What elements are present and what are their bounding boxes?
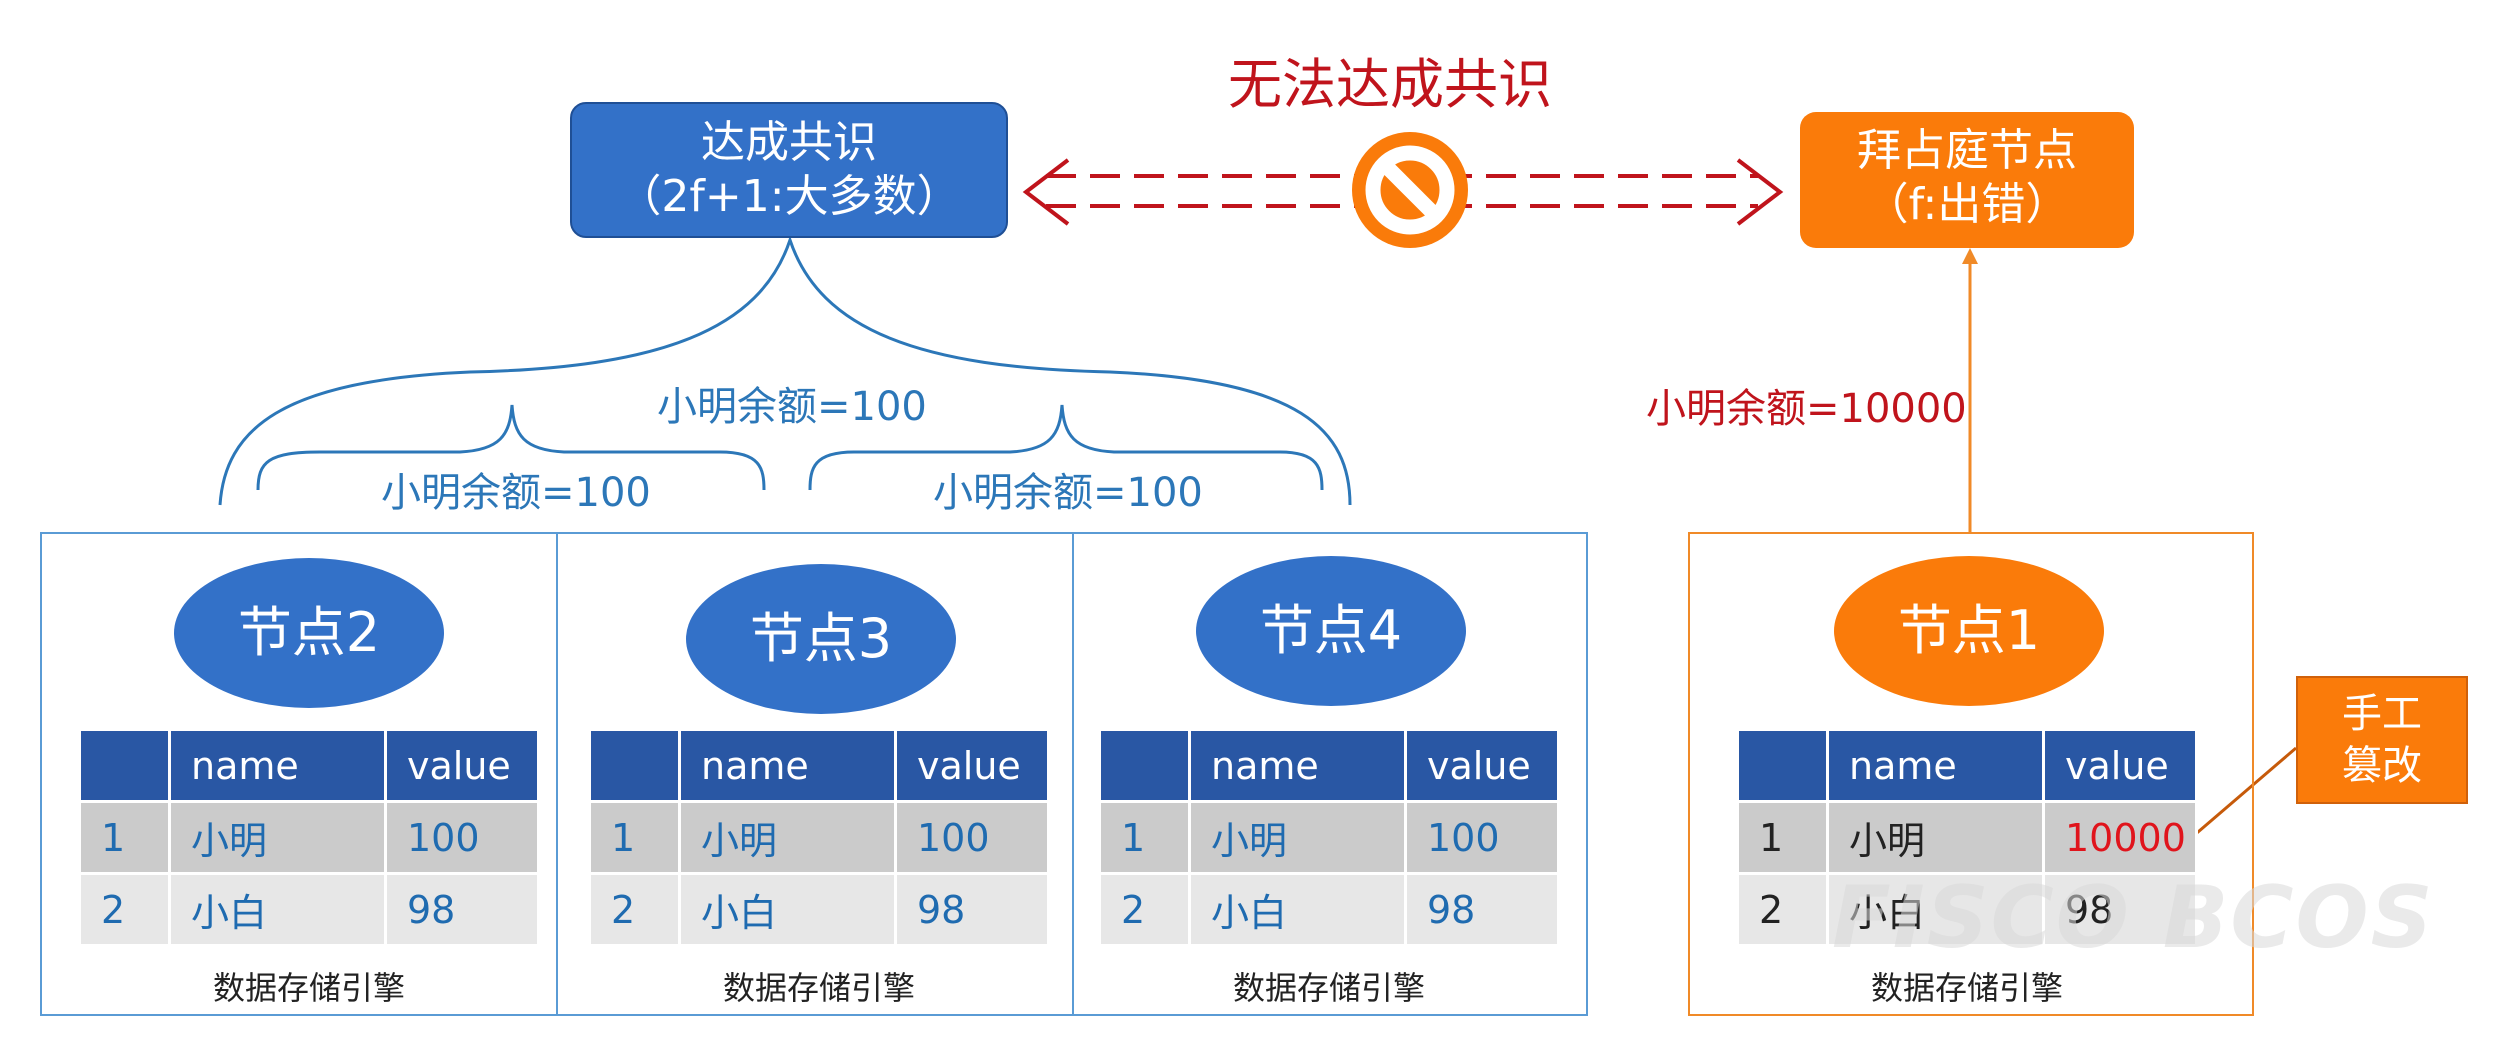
- cell-index: 1: [588, 800, 681, 875]
- consensus-box: 达成共识 （2f+1:大多数）: [570, 102, 1008, 238]
- cell-index: 2: [588, 872, 681, 947]
- cell-value: 98: [2042, 872, 2198, 947]
- frame-divider: [1072, 532, 1074, 1016]
- node-3-table: name value 1 小明 100 2 小白 98: [588, 728, 1050, 947]
- cell-name: 小明: [1826, 800, 2045, 875]
- table-header: name value: [588, 728, 1050, 803]
- balance-byzantine: 小明余额=10000: [1646, 386, 1967, 432]
- cell-value: 100: [384, 800, 540, 875]
- consensus-subtitle: （2f+1:大多数）: [617, 171, 961, 222]
- table-row: 2 小白 98: [588, 872, 1050, 947]
- node-3-engine-label: 数据存储引擎: [722, 969, 915, 1007]
- manual-tamper-callout: 手工 篡改: [2296, 676, 2468, 804]
- tamper-line-2: 篡改: [2342, 743, 2422, 789]
- fisco-bcos-watermark: FISCO BCOS: [1832, 868, 2435, 968]
- header-index: [588, 728, 681, 803]
- header-name: name: [678, 728, 897, 803]
- tamper-pointer: [2183, 746, 2297, 846]
- header-index: [78, 728, 171, 803]
- table-header: name value: [1098, 728, 1560, 803]
- arrow-head-right: [1736, 158, 1784, 226]
- cell-name: 小白: [168, 872, 387, 947]
- node-1-engine-label: 数据存储引擎: [1870, 969, 2063, 1007]
- table-row: 1 小明 100: [78, 800, 540, 875]
- node-4-ellipse: 节点4: [1196, 556, 1466, 706]
- table-row: 2 小白 98: [78, 872, 540, 947]
- no-entry-icon: [1352, 132, 1468, 248]
- cell-value: 98: [894, 872, 1050, 947]
- header-name: name: [168, 728, 387, 803]
- byzantine-title: 拜占庭节点: [1857, 125, 2077, 176]
- node-1-table: name value 1 小明 10000 2 小白 98: [1736, 728, 2198, 947]
- node1-up-arrowhead: [1962, 248, 1978, 264]
- cell-name: 小白: [1188, 872, 1407, 947]
- node-3-ellipse: 节点3: [686, 564, 956, 714]
- cell-name: 小白: [678, 872, 897, 947]
- cell-index: 2: [1098, 872, 1191, 947]
- left-brace: [256, 404, 766, 491]
- header-index: [1736, 728, 1829, 803]
- header-value: value: [894, 728, 1050, 803]
- right-brace: [808, 404, 1324, 491]
- cell-index: 1: [1098, 800, 1191, 875]
- table-row: 1 小明 100: [1098, 800, 1560, 875]
- table-row: 2 小白 98: [1736, 872, 2198, 947]
- honest-nodes-frame: [40, 532, 1588, 1016]
- table-header: name value: [78, 728, 540, 803]
- header-value: value: [384, 728, 540, 803]
- cell-value: 98: [384, 872, 540, 947]
- cell-index: 1: [1736, 800, 1829, 875]
- cell-index: 1: [78, 800, 171, 875]
- byzantine-subtitle: （f:出错）: [1864, 179, 2070, 230]
- consensus-title: 达成共识: [701, 117, 877, 168]
- node-2-engine-label: 数据存储引擎: [212, 969, 405, 1007]
- table-row: 1 小明 100: [588, 800, 1050, 875]
- cell-name: 小明: [678, 800, 897, 875]
- cell-value: 100: [1404, 800, 1560, 875]
- header-name: name: [1826, 728, 2045, 803]
- cell-value: 100: [894, 800, 1050, 875]
- cell-name: 小明: [1188, 800, 1407, 875]
- header-value: value: [2042, 728, 2198, 803]
- cell-value: 98: [1404, 872, 1560, 947]
- header-index: [1098, 728, 1191, 803]
- consensus-failed-label: 无法达成共识: [1228, 53, 1552, 116]
- cell-value-tampered: 10000: [2042, 800, 2198, 875]
- table-row: 1 小明 10000: [1736, 800, 2198, 875]
- table-header: name value: [1736, 728, 2198, 803]
- big-brace: [218, 235, 1352, 506]
- cell-index: 2: [78, 872, 171, 947]
- node-4-table: name value 1 小明 100 2 小白 98: [1098, 728, 1560, 947]
- node-2-ellipse: 节点2: [174, 558, 444, 708]
- table-row: 2 小白 98: [1098, 872, 1560, 947]
- tamper-line-1: 手工: [2342, 691, 2422, 737]
- node-4-engine-label: 数据存储引擎: [1232, 969, 1425, 1007]
- cell-name: 小白: [1826, 872, 2045, 947]
- node1-frame: [1688, 532, 2254, 1016]
- byzantine-node-box: 拜占庭节点 （f:出错）: [1800, 112, 2134, 248]
- node-1-ellipse: 节点1: [1834, 556, 2104, 706]
- node-2-table: name value 1 小明 100 2 小白 98: [78, 728, 540, 947]
- cell-name: 小明: [168, 800, 387, 875]
- header-name: name: [1188, 728, 1407, 803]
- arrow-head-left: [1022, 158, 1070, 226]
- cell-index: 2: [1736, 872, 1829, 947]
- balance-top: 小明余额=100: [657, 384, 927, 430]
- header-value: value: [1404, 728, 1560, 803]
- balance-left: 小明余额=100: [381, 470, 651, 516]
- balance-right: 小明余额=100: [933, 470, 1203, 516]
- frame-divider: [556, 532, 558, 1016]
